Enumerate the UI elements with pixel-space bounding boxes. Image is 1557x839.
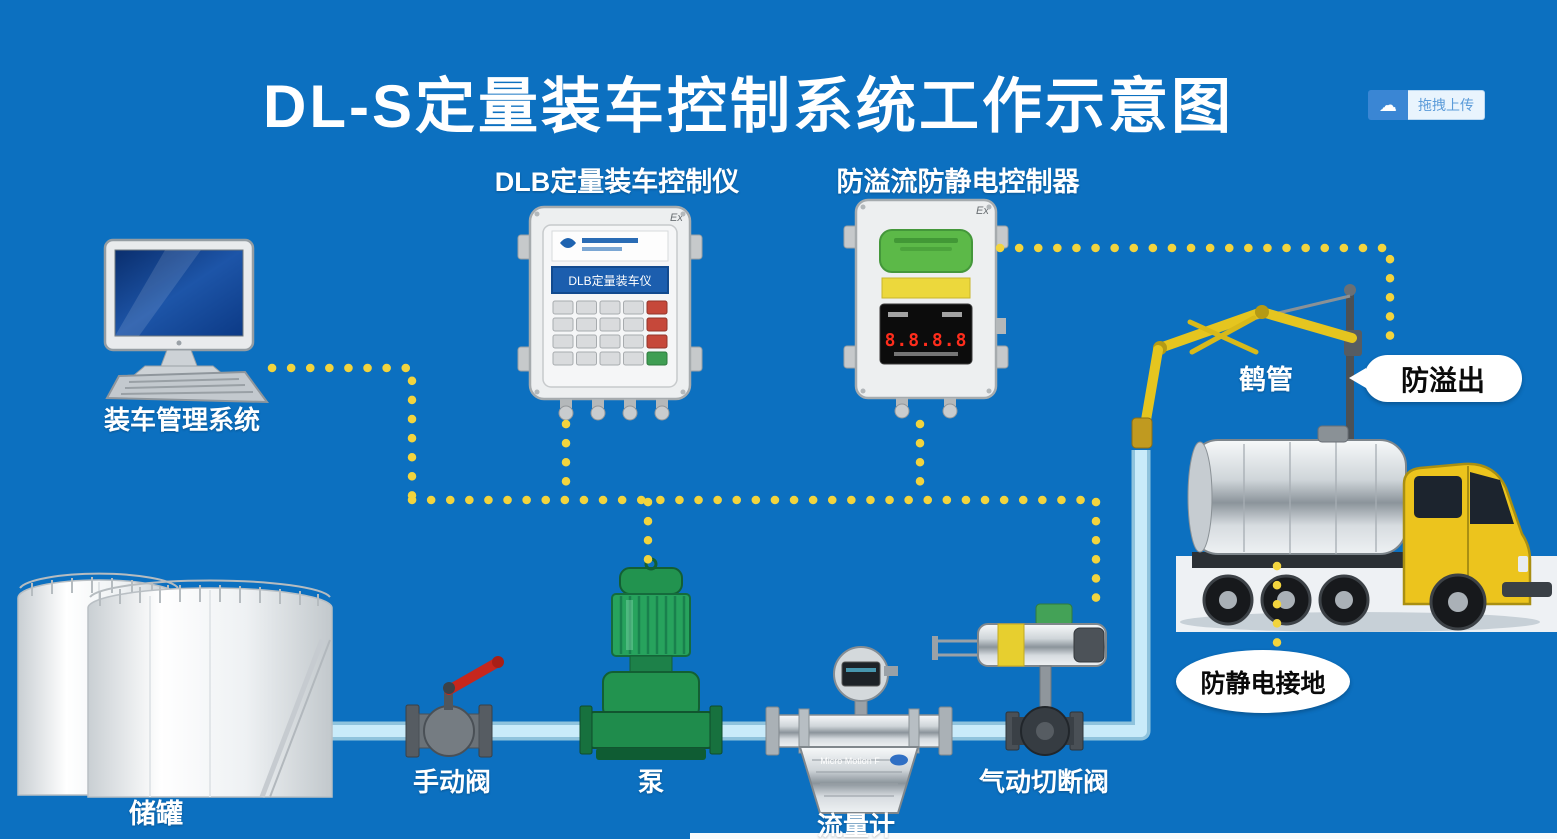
- cable-glands: [894, 398, 958, 419]
- yellow-indicator: [881, 277, 971, 299]
- cable-glands: [558, 399, 670, 421]
- manual-valve: [405, 656, 504, 758]
- label-pneumatic-valve: 气动切断阀: [978, 767, 1110, 797]
- pneumatic-valve: [932, 603, 1107, 756]
- anti-overflow-callout: 防溢出: [1349, 355, 1522, 402]
- storage-tanks: [17, 572, 333, 798]
- controller-display: [879, 303, 973, 365]
- label-pump: 泵: [637, 767, 665, 797]
- dlb-keypad: [552, 300, 668, 366]
- link-computer-to-bus: [267, 363, 417, 505]
- flow-meter-brand: Micro Motion F: [820, 756, 880, 766]
- valve-handle: [444, 657, 503, 695]
- tanker-truck: [1176, 425, 1557, 632]
- dlb-screen-text: DLB定量装车仪: [568, 273, 651, 288]
- label-manual-valve: 手动阀: [412, 767, 492, 797]
- anti-overflow-label: 防溢出: [1400, 364, 1485, 396]
- label-flow-meter: 流量计: [816, 811, 896, 839]
- controller-ex-mark: Ex: [976, 205, 989, 217]
- dlb-screen: [551, 266, 669, 294]
- label-storage-tank: 储罐: [129, 799, 183, 829]
- pipe-network: [300, 450, 1151, 741]
- pipe-outline: [300, 450, 1151, 741]
- tank-stairs: [259, 639, 325, 798]
- anti-static-ground-callout: 防静电接地: [1176, 650, 1350, 713]
- label-crane-pipe: 鹤管: [1239, 365, 1293, 395]
- computer: [103, 238, 270, 404]
- anti-static-ground-label: 防静电接地: [1200, 669, 1326, 698]
- cloud-upload-icon: ☁: [1368, 90, 1408, 120]
- link-controller-to-loading-arm: [995, 243, 1395, 351]
- loading-arm: [1131, 284, 1362, 459]
- flow-meter: Micro Motion F: [765, 646, 953, 814]
- dlb-controller: Ex DLB定量装车仪: [517, 205, 703, 421]
- pipe-fill: [300, 450, 1147, 737]
- signal-links: [267, 243, 1395, 657]
- brand-logo: [560, 238, 638, 251]
- monitor-screen: [114, 249, 244, 337]
- callout-tail: [1349, 368, 1366, 388]
- page-title: DL-S定量装车控制系统工作示意图: [263, 73, 1234, 141]
- controller-display-value: 8.8.8.8: [885, 330, 968, 351]
- label-overflow-controller: 防溢流防静电控制器: [836, 167, 1080, 197]
- upload-button-label: 拖拽上传: [1408, 90, 1485, 120]
- pump: [579, 557, 723, 760]
- label-computer: 装车管理系统: [103, 405, 261, 435]
- photo-edge-strip: [690, 833, 1557, 839]
- label-dlb-controller: DLB定量装车控制仪: [494, 167, 740, 197]
- dlb-ex-mark: Ex: [670, 212, 683, 224]
- upload-button[interactable]: ☁ 拖拽上传: [1368, 90, 1485, 120]
- tank-barrel: [1191, 439, 1407, 555]
- arm-coupler: [1131, 417, 1153, 449]
- overflow-controller: Ex 8.8.8.8: [843, 198, 1009, 419]
